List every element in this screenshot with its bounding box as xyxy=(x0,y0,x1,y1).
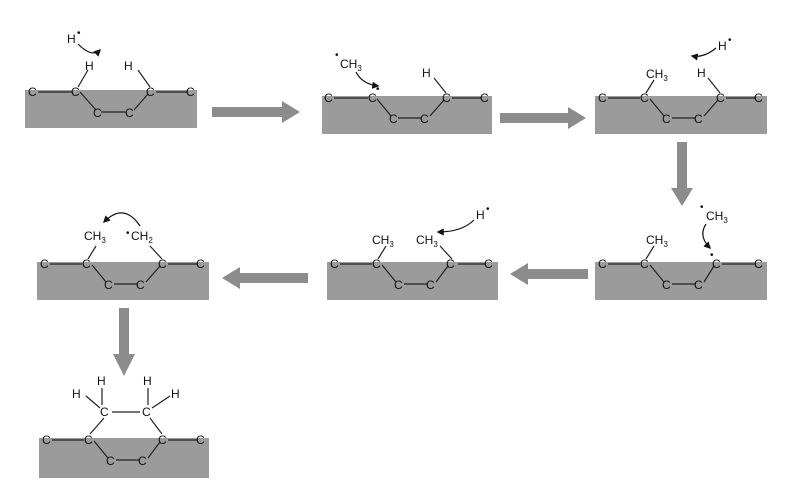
radical-dot: • xyxy=(126,228,130,239)
process-arrow-right xyxy=(212,101,300,123)
hydrogen-atom: H xyxy=(171,387,180,401)
electron-transfer-arrow xyxy=(77,43,102,57)
panel-2: C C • C C C C H • CH3 xyxy=(322,50,492,134)
carbon-atom: C xyxy=(146,85,155,99)
carbon-atom: C xyxy=(84,433,93,447)
radical-dot: • xyxy=(376,84,380,95)
carbon-atom: C xyxy=(426,278,435,292)
substrate-slab xyxy=(595,96,767,134)
carbon-atom: C xyxy=(480,91,489,105)
hydrogen-atom: H xyxy=(422,66,431,80)
carbon-atom: C xyxy=(694,278,703,292)
hydrogen-atom: H xyxy=(97,374,106,388)
radical-dot: • xyxy=(700,202,704,213)
methyl-group: CH3 xyxy=(646,233,668,249)
carbon-atom: C xyxy=(40,257,49,271)
substrate-slab xyxy=(25,90,197,128)
electron-transfer-arrow xyxy=(355,71,380,89)
radical-dot: • xyxy=(77,28,81,39)
radical-dot: • xyxy=(728,35,732,46)
panel-3: C C C C C C CH3 H H • xyxy=(595,35,767,134)
process-arrow-down xyxy=(113,308,135,376)
hydrogen-atom: H xyxy=(85,59,94,73)
substrate-slab xyxy=(322,96,492,134)
carbon-atom: C xyxy=(420,112,429,126)
radical-dot: • xyxy=(710,250,714,261)
panel-4: C C C C C • C CH3 • CH3 xyxy=(595,202,767,300)
hydrogen-atom: H xyxy=(124,59,133,73)
substrate-slab xyxy=(39,438,209,478)
electron-transfer-arrow xyxy=(702,223,712,250)
carbon-atom: C xyxy=(158,257,167,271)
hydrogen-atom: H xyxy=(72,387,81,401)
carbon-atom: C xyxy=(694,112,703,126)
panel-6: C C C C C C CH3 • CH2 xyxy=(37,212,209,300)
carbon-atom: C xyxy=(754,257,763,271)
methyl-radical: CH3 xyxy=(706,209,728,225)
hydrogen-atom: H xyxy=(697,66,706,80)
panel-1: C C C C C C H H H • xyxy=(25,28,197,128)
hydrogen-radical: H xyxy=(67,32,76,46)
carbon-atom: C xyxy=(136,278,145,292)
carbon-atom: C xyxy=(196,433,205,447)
ring-closure-arrow xyxy=(102,212,141,227)
carbon-atom: C xyxy=(372,257,381,271)
carbon-atom: C xyxy=(446,257,455,271)
electron-transfer-arrow xyxy=(690,47,717,61)
substrate-slab xyxy=(37,262,209,300)
carbon-atom: C xyxy=(442,91,451,105)
process-arrow-right xyxy=(500,107,586,129)
process-arrow-left xyxy=(510,263,588,285)
carbon-atom: C xyxy=(142,405,151,419)
carbon-atom: C xyxy=(82,257,91,271)
carbon-atom: C xyxy=(106,454,115,468)
carbon-atom: C xyxy=(42,433,51,447)
hydrogen-radical: H xyxy=(476,208,485,222)
hydrogen-radical: H xyxy=(718,39,727,53)
substrate-slab xyxy=(595,262,767,300)
carbon-atom: C xyxy=(484,257,493,271)
panel-5: C C C C C C CH3 CH3 H • xyxy=(327,204,498,300)
carbon-atom: C xyxy=(196,257,205,271)
carbon-atom: C xyxy=(662,112,671,126)
hydrogen-atom: H xyxy=(143,374,152,388)
carbon-atom: C xyxy=(716,91,725,105)
carbon-atom: C xyxy=(93,106,102,120)
carbon-atom: C xyxy=(28,85,37,99)
carbon-atom: C xyxy=(100,405,109,419)
carbon-atom: C xyxy=(754,91,763,105)
substrate-slab xyxy=(327,262,498,300)
carbon-atom: C xyxy=(394,278,403,292)
carbon-atom: C xyxy=(158,433,167,447)
methyl-group: CH3 xyxy=(416,233,438,249)
carbon-atom: C xyxy=(125,106,134,120)
radical-dot: • xyxy=(335,50,339,61)
carbon-atom: C xyxy=(598,257,607,271)
carbon-atom: C xyxy=(71,85,80,99)
methylene-radical: CH2 xyxy=(131,229,153,245)
methyl-radical: CH3 xyxy=(340,57,362,73)
carbon-atom: C xyxy=(598,91,607,105)
carbon-atom: C xyxy=(662,278,671,292)
methyl-group: CH3 xyxy=(372,233,394,249)
process-arrow-down xyxy=(671,142,693,206)
carbon-radical: C xyxy=(368,91,377,105)
carbon-radical: C xyxy=(712,257,721,271)
carbon-atom: C xyxy=(138,454,147,468)
carbon-atom: C xyxy=(640,257,649,271)
carbon-atom: C xyxy=(104,278,113,292)
carbon-atom: C xyxy=(324,91,333,105)
carbon-atom: C xyxy=(389,112,398,126)
panel-7: C C C C C C C C H H H H xyxy=(39,374,209,478)
electron-transfer-arrow xyxy=(436,219,475,236)
carbon-atom: C xyxy=(186,85,195,99)
process-arrow-left xyxy=(222,267,308,289)
methyl-group: CH3 xyxy=(646,67,668,83)
radical-dot: • xyxy=(486,204,490,215)
carbon-atom: C xyxy=(640,91,649,105)
carbon-atom: C xyxy=(330,257,339,271)
methyl-group: CH3 xyxy=(84,229,106,245)
